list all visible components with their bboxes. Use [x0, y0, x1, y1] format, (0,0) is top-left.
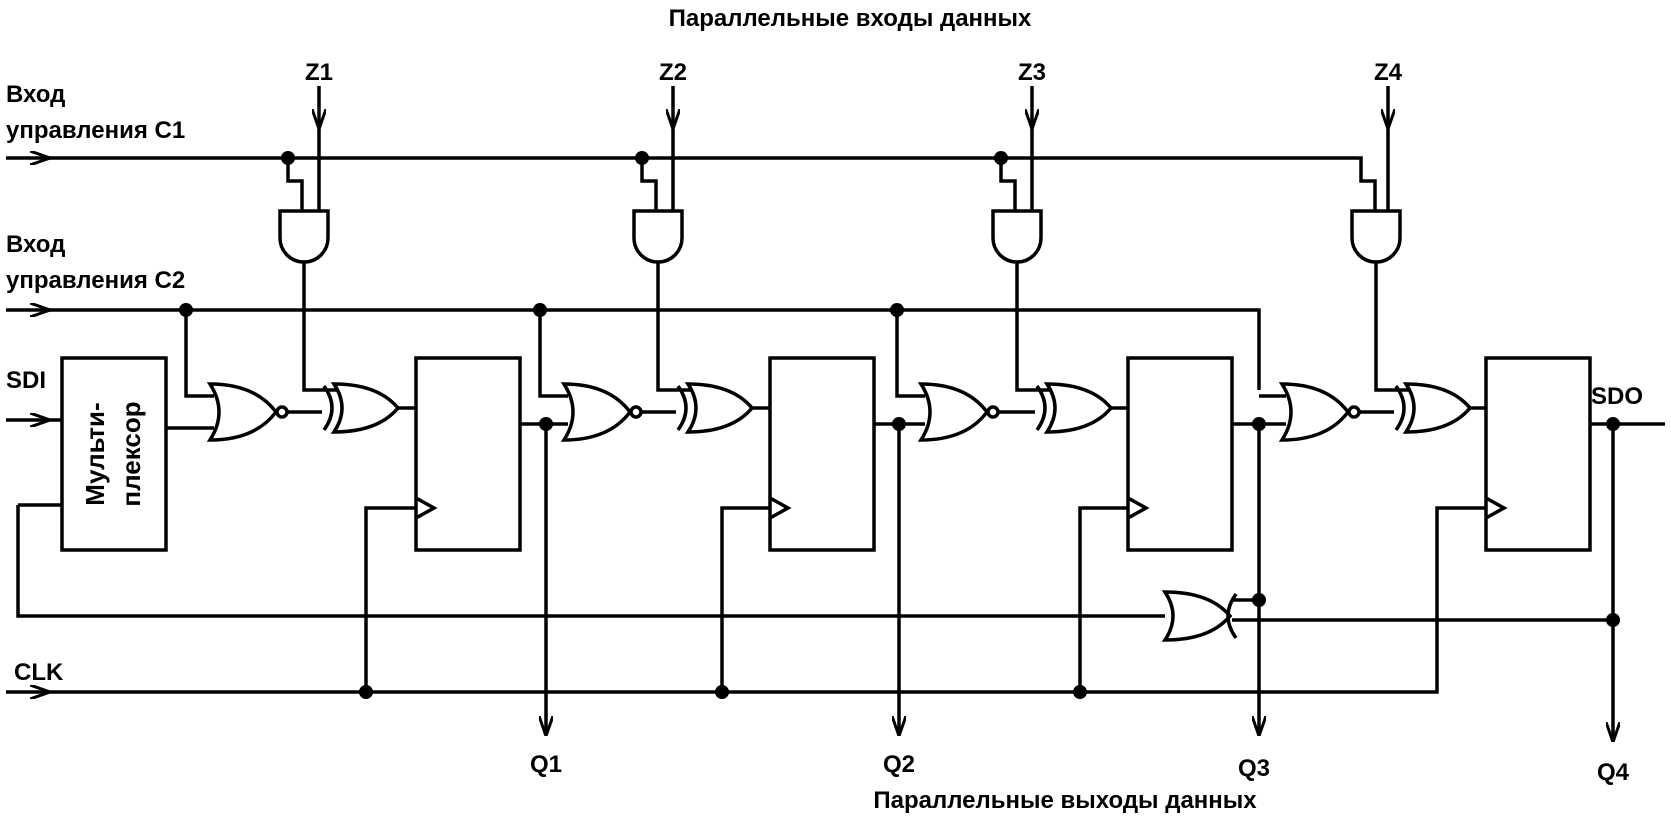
stage-3 [890, 86, 1266, 734]
xor-gate-3 [1043, 382, 1114, 434]
flip-flop-4 [1484, 356, 1592, 552]
xnor-gate-4 [1278, 382, 1351, 442]
stage-4 [1259, 86, 1665, 740]
label-q2: Q2 [883, 751, 915, 778]
multiplexer-block [60, 356, 168, 552]
label-sdi: SDI [6, 367, 46, 394]
and-gate-4 [1350, 209, 1402, 264]
title-parallel-inputs: Параллельные входы данных [669, 5, 1032, 32]
control-wires [6, 158, 1486, 692]
flip-flop-3 [1126, 356, 1234, 552]
mux-label-line2: плексор [116, 401, 146, 506]
label-sdo: SDO [1591, 383, 1643, 410]
label-q3: Q3 [1238, 755, 1270, 782]
xor-gate-4 [1402, 382, 1473, 434]
label-z2: Z2 [659, 59, 687, 86]
xnor-gate-3 [917, 382, 990, 442]
xor-gate-feedback [1161, 590, 1233, 642]
label-z1: Z1 [305, 59, 333, 86]
flip-flop-1 [414, 356, 522, 552]
flip-flop-2 [768, 356, 876, 552]
title-parallel-outputs: Параллельные выходы данных [873, 787, 1257, 814]
label-z4: Z4 [1374, 59, 1403, 86]
and-gate-3 [991, 209, 1043, 264]
label-q1: Q1 [530, 751, 562, 778]
xnor-gate-2 [560, 382, 633, 442]
label-q4: Q4 [1597, 759, 1630, 786]
and-gate-1 [278, 209, 330, 264]
label-control-c2-line2: управления С2 [6, 267, 185, 294]
label-control-c2-line1: Вход [6, 231, 65, 258]
xor-gate-1 [330, 382, 401, 434]
mux-label-line1: Мульти- [80, 402, 110, 505]
stage-2 [533, 86, 906, 734]
label-clk: CLK [14, 659, 64, 686]
label-control-c1-line2: управления С1 [6, 117, 185, 144]
xor-gate-2 [684, 382, 755, 434]
and-gate-2 [632, 209, 684, 264]
feedback-xor [1161, 590, 1620, 642]
stage-1 [166, 86, 553, 734]
label-z3: Z3 [1018, 59, 1046, 86]
xnor-gate-1 [206, 382, 279, 442]
label-control-c1-line1: Вход [6, 81, 65, 108]
